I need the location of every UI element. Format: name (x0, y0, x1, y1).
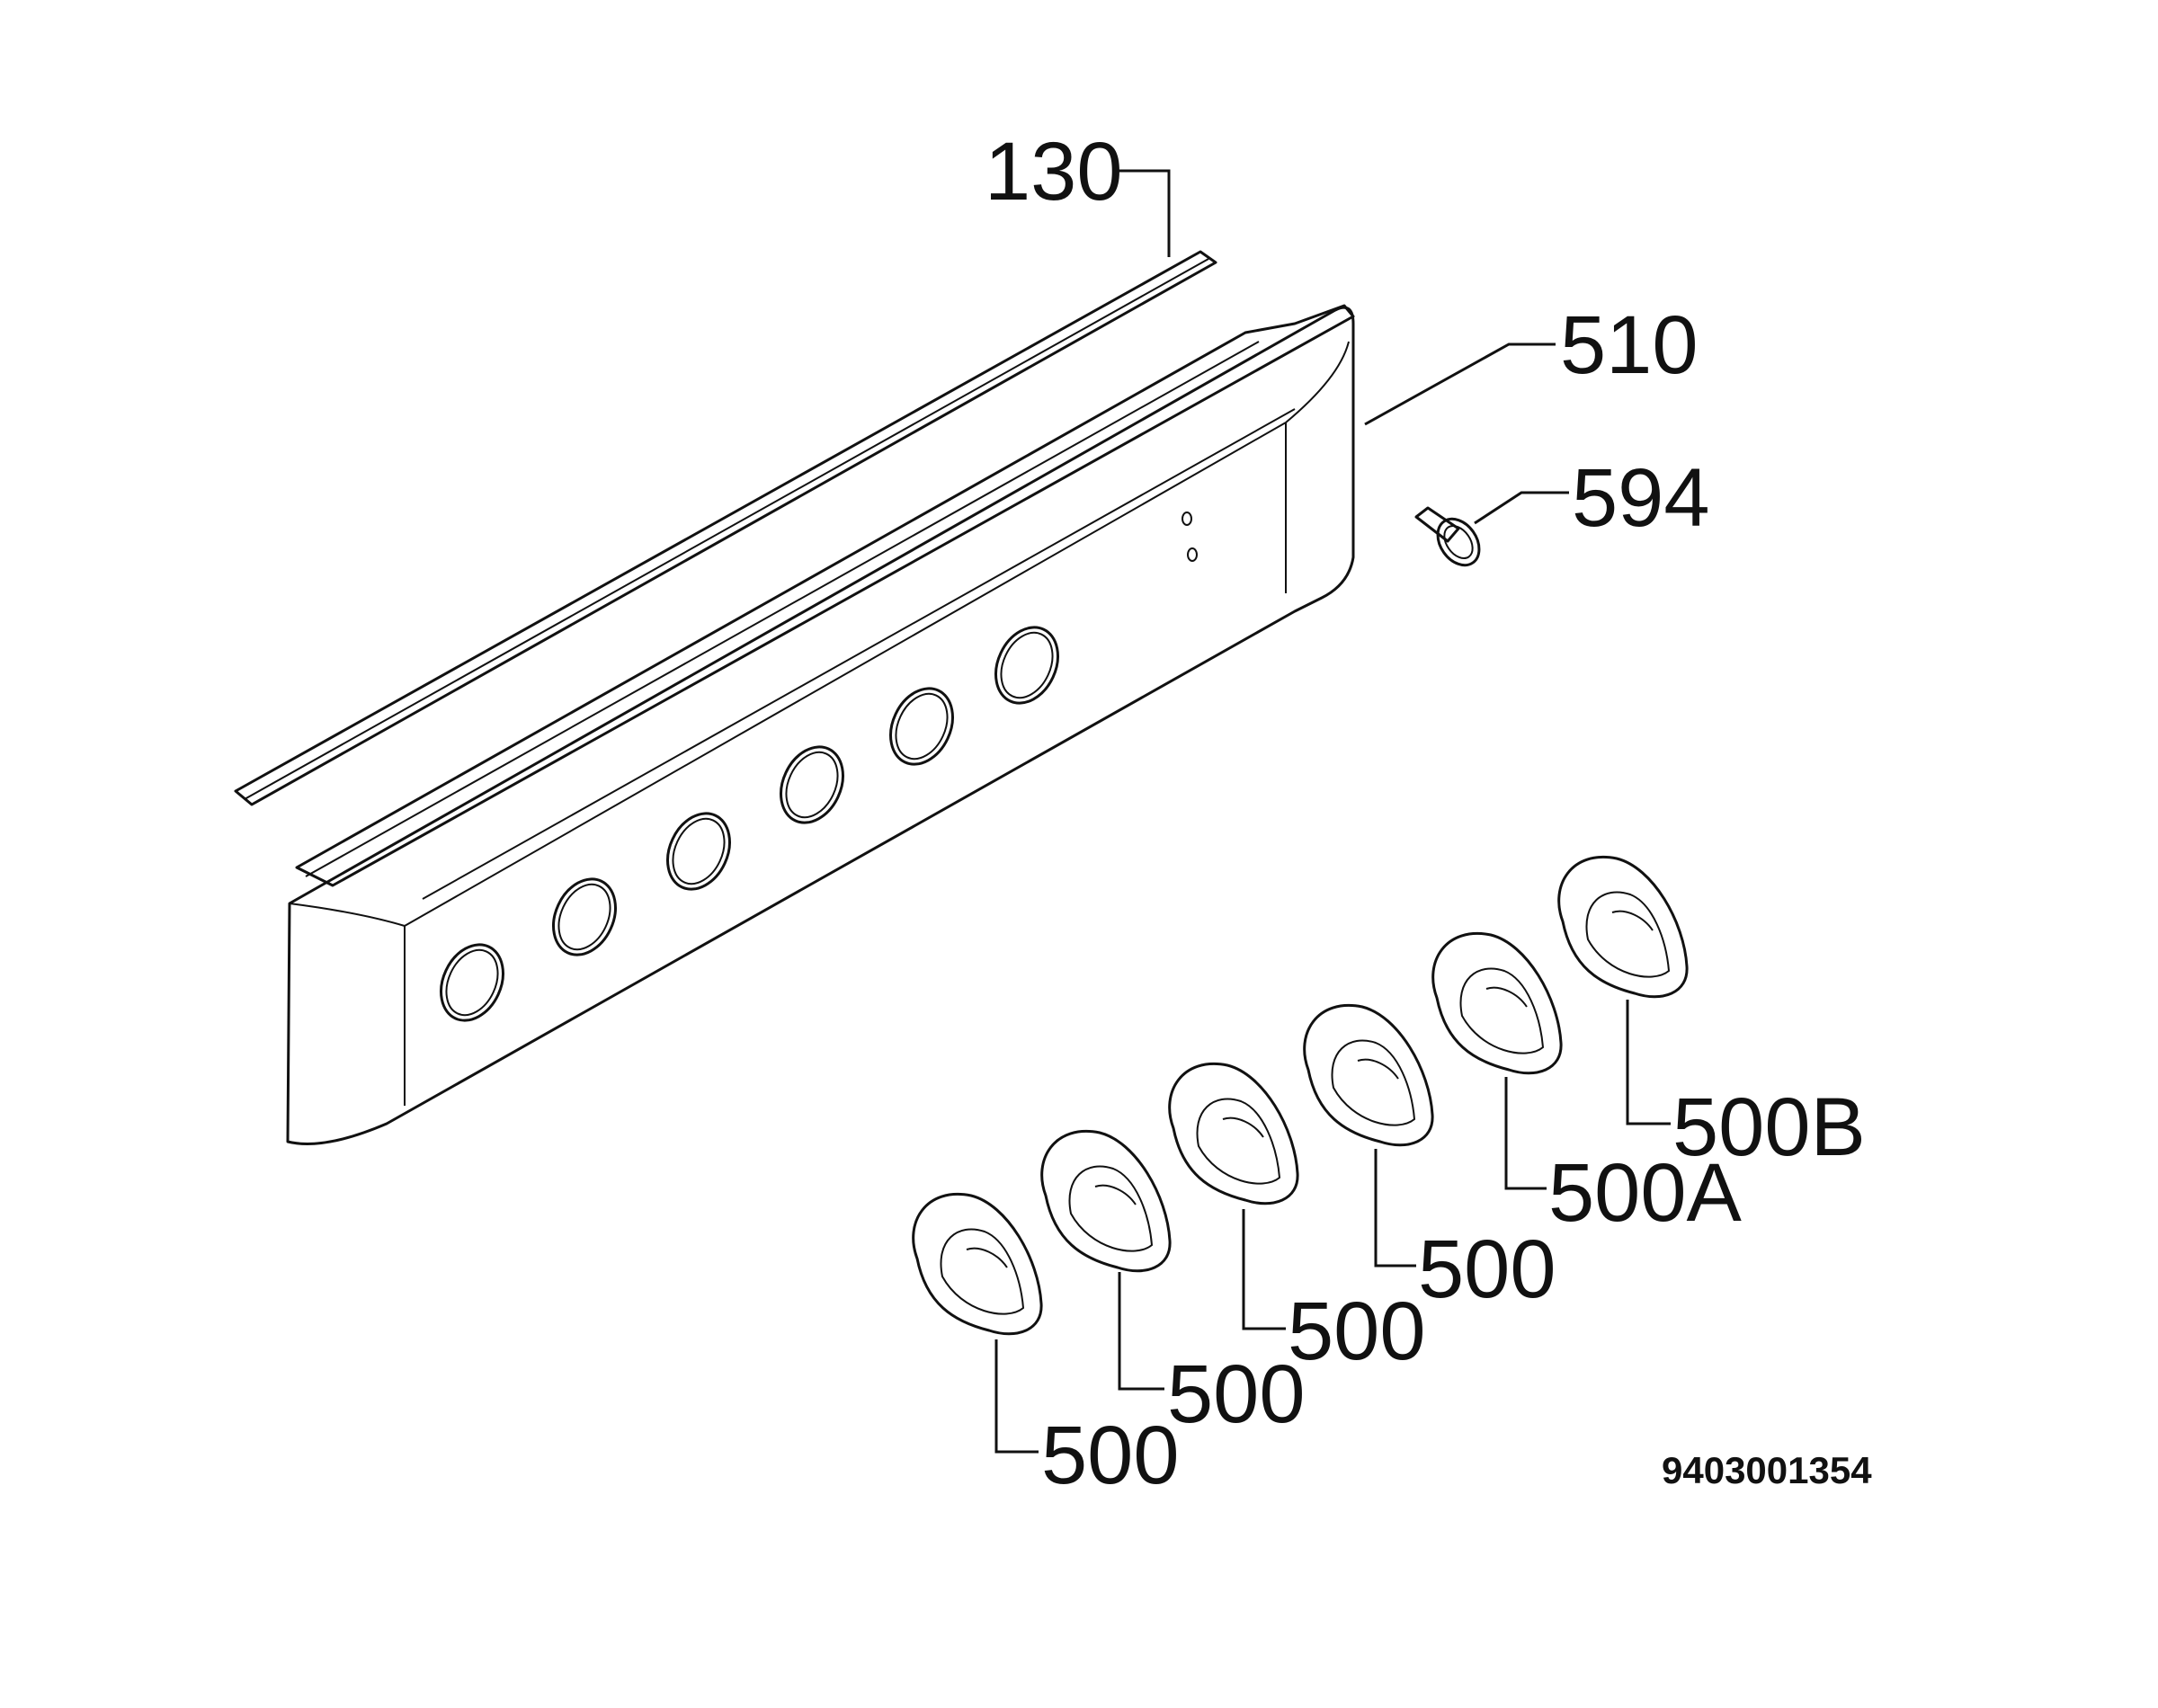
control-panel (286, 304, 1355, 1145)
callout-500: 500 (1167, 1348, 1306, 1440)
knob (1431, 932, 1563, 1075)
callout-500: 500 (1418, 1223, 1556, 1315)
callout-594: 594 (1572, 452, 1710, 544)
callout-130: 130 (985, 126, 1123, 218)
document-number: 9403001354 (1662, 1449, 1872, 1491)
callout-500a: 500A (1548, 1147, 1742, 1239)
knob (912, 1193, 1043, 1336)
knob (1303, 1004, 1434, 1147)
seal-strip (234, 250, 1217, 806)
callout-500: 500 (1041, 1410, 1180, 1501)
indicator-holes (1182, 512, 1198, 562)
knob (1557, 856, 1689, 999)
knob-holes (440, 626, 1059, 1022)
callout-500: 500 (1288, 1285, 1426, 1377)
knob (1040, 1130, 1172, 1273)
leader-lines (994, 169, 1671, 1454)
callout-510: 510 (1560, 299, 1699, 391)
knob (1168, 1063, 1299, 1205)
indicator-lamp (1414, 506, 1481, 567)
callout-500b: 500B (1672, 1081, 1866, 1173)
